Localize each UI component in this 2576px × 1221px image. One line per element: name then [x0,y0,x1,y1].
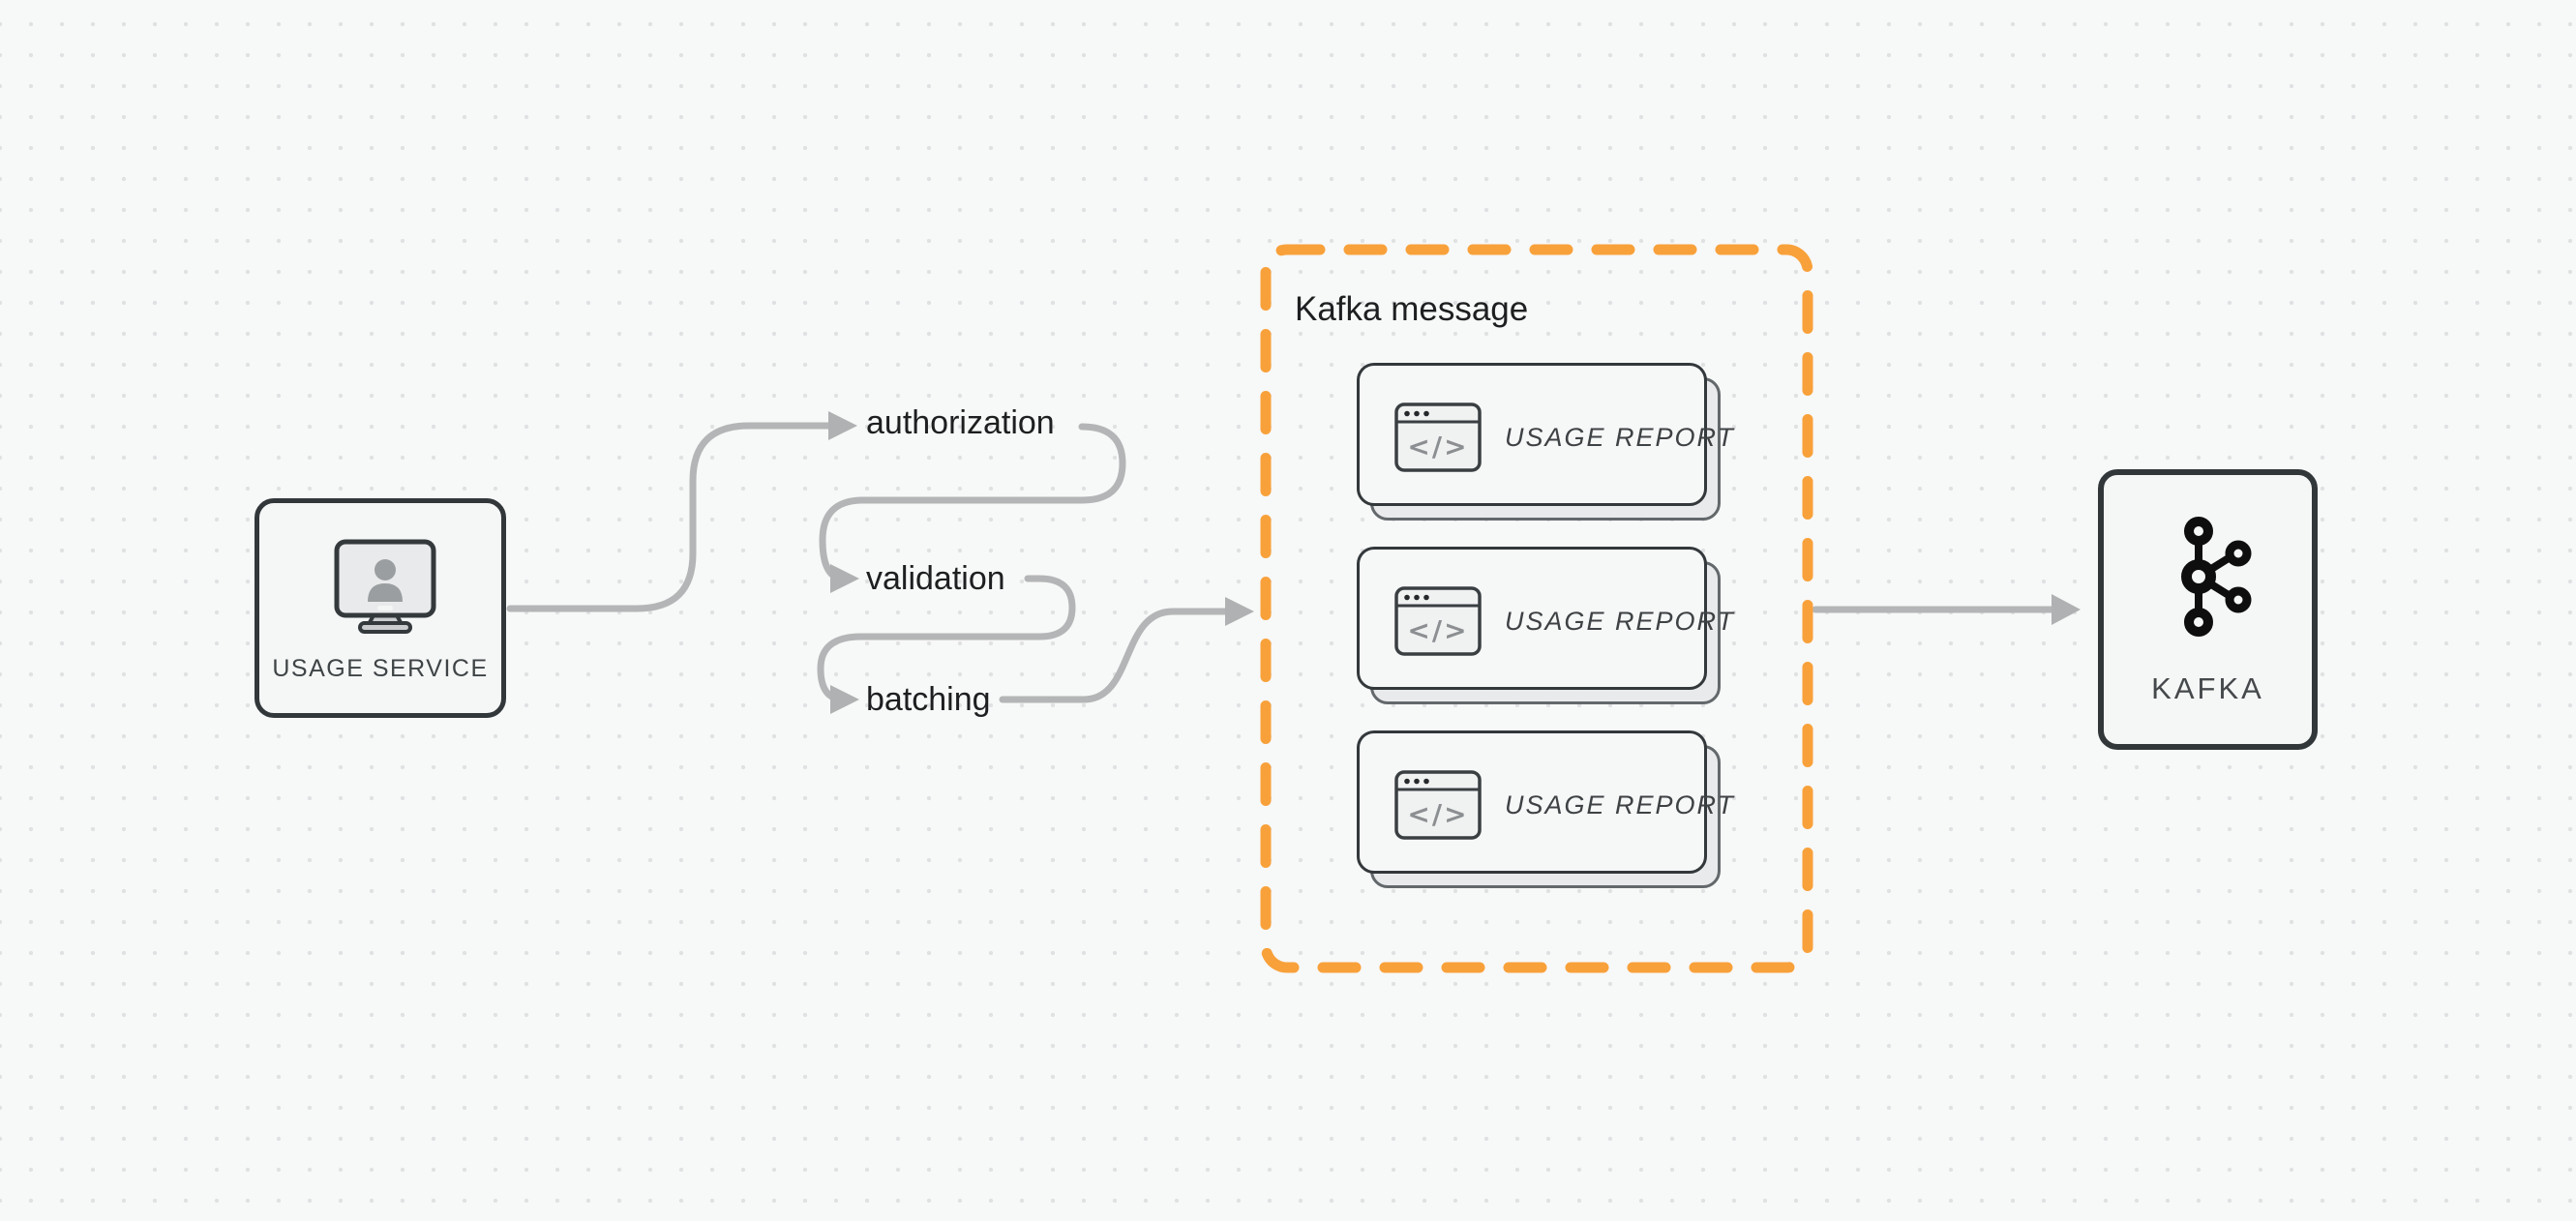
arrowhead-into-kafka [2052,594,2081,625]
arrow-validation-to-batching [817,575,1076,703]
step-label-authorization: authorization [866,404,1055,441]
usage-report-card: </> USAGE REPORT [1357,547,1733,704]
kafka-node: KAFKA [2098,469,2318,750]
code-window-icon: </> [1394,586,1482,656]
arrowhead-authorization [828,411,857,440]
monitor-user-icon [334,539,436,634]
usage-service-node: USAGE SERVICE [255,498,506,718]
arrowhead-into-kafka-message [1225,597,1254,626]
usage-report-label: USAGE REPORT [1505,422,1736,452]
kafka-label: KAFKA [2151,671,2264,705]
arrow-authorization-to-validation [819,423,1126,582]
kafka-logo-icon [2181,517,2252,637]
svg-text:</>: </> [1407,431,1468,462]
usage-report-card: </> USAGE REPORT [1357,730,1733,888]
step-label-validation: validation [866,560,1005,597]
arrow-usage-to-authorization [506,422,832,612]
svg-text:</>: </> [1407,614,1468,646]
arrow-batching-to-kafka-message [999,608,1231,703]
arrowhead-batching [830,685,859,714]
kafka-message-group-title: Kafka message [1295,290,1529,328]
kafka-message-dashed-border [1260,244,1813,973]
svg-text:</>: </> [1407,798,1468,830]
code-window-icon: </> [1394,770,1482,840]
usage-report-label: USAGE REPORT [1505,789,1736,819]
usage-report-card: </> USAGE REPORT [1357,363,1733,521]
arrowhead-validation [830,564,859,593]
usage-report-label: USAGE REPORT [1505,606,1736,636]
usage-service-label: USAGE SERVICE [272,655,489,682]
step-label-batching: batching [866,681,991,718]
code-window-icon: </> [1394,402,1482,472]
